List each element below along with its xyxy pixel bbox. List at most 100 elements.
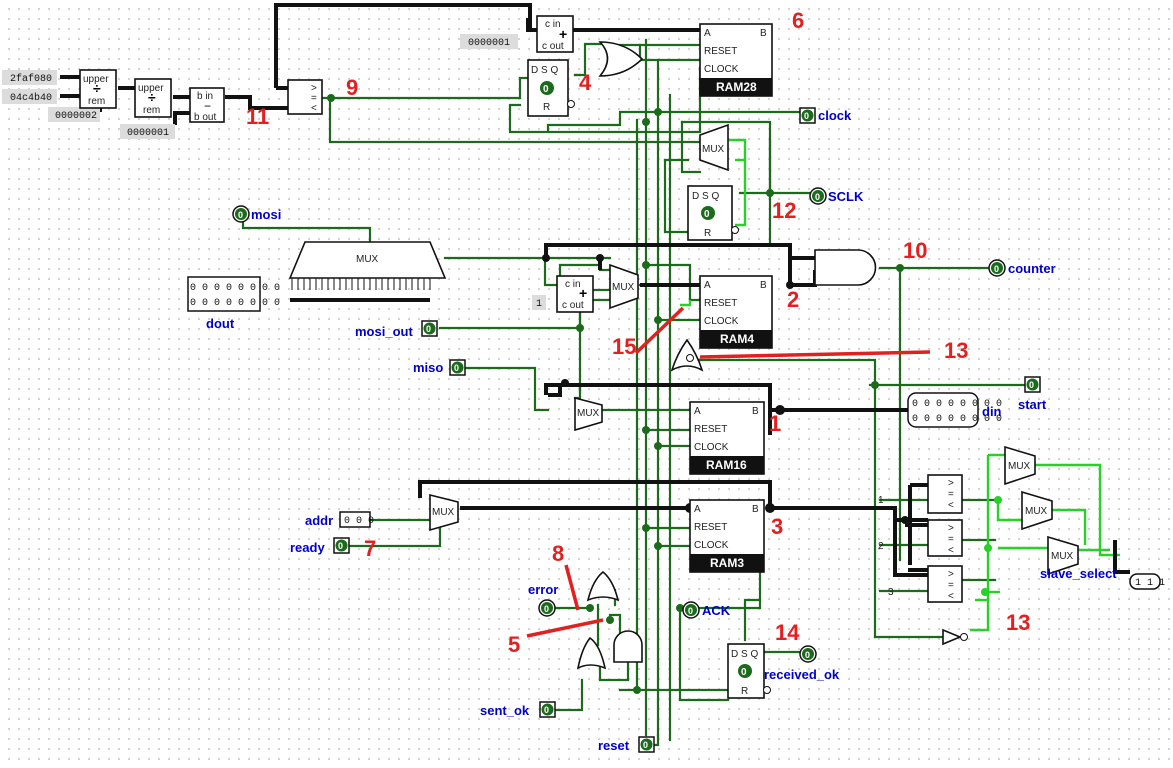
mux-wide-shift[interactable]: MUX [288, 241, 447, 290]
pin-error[interactable]: 0 error [528, 582, 558, 617]
mux-ss-2[interactable]: MUX [1021, 490, 1053, 531]
ram28[interactable]: A B RESET CLOCK RAM28 [699, 23, 773, 97]
svg-text:>: > [311, 83, 317, 94]
svg-text:D S Q: D S Q [531, 65, 558, 76]
svg-text:0: 0 [643, 740, 648, 750]
svg-text:B: B [752, 406, 759, 417]
svg-text:SCLK: SCLK [828, 189, 864, 204]
and-gate-counter[interactable] [814, 249, 877, 286]
mux-ram4[interactable]: MUX [609, 263, 639, 310]
annotation-11: 11 [246, 104, 269, 129]
buses [60, 3, 1130, 577]
constant-04c4b40: 04c4b40 [2, 89, 57, 104]
svg-text:MUX: MUX [1008, 461, 1031, 472]
svg-text:rem: rem [143, 105, 160, 116]
pin-miso[interactable]: 0 miso [413, 359, 466, 376]
ram16[interactable]: A B RESET CLOCK RAM16 [689, 401, 765, 475]
svg-text:0: 0 [1029, 380, 1034, 390]
svg-text:0: 0 [741, 667, 747, 678]
svg-text:MUX: MUX [1051, 551, 1074, 562]
comparator-ss-1[interactable]: > = < [927, 474, 963, 514]
svg-text:clock: clock [818, 108, 852, 123]
pin-mosi-out[interactable]: 0 mosi_out [355, 320, 438, 339]
pin-sclk[interactable]: 0 SCLK [809, 187, 864, 205]
svg-text:CLOCK: CLOCK [704, 64, 739, 75]
svg-text:1: 1 [536, 299, 542, 310]
dff-4[interactable]: D S Q 0 R [527, 59, 575, 117]
adder-top[interactable]: c in + c out [536, 15, 574, 53]
svg-text:MUX: MUX [356, 254, 379, 265]
subtractor[interactable]: b in − b out [189, 87, 225, 123]
mux-ss-3[interactable]: MUX [1047, 535, 1079, 576]
svg-text:0 0 0 0 0 0 0 0: 0 0 0 0 0 0 0 0 [190, 298, 280, 309]
adder-mid[interactable]: c in + c out [556, 275, 594, 313]
svg-text:R: R [543, 102, 550, 113]
ram4[interactable]: A B RESET CLOCK RAM4 [699, 275, 773, 349]
svg-text:0 0 0 0 0 0 0 0: 0 0 0 0 0 0 0 0 [190, 283, 280, 294]
mux-ram16[interactable]: MUX [574, 396, 603, 432]
ram3[interactable]: A B RESET CLOCK RAM3 [689, 499, 765, 573]
svg-text:÷: ÷ [148, 89, 156, 105]
or-gate-15[interactable] [670, 338, 704, 372]
annotation-5: 5 [508, 632, 520, 657]
pin-din[interactable]: 0 0 0 0 0 0 0 0 0 0 0 0 0 0 0 0 din [907, 392, 1002, 428]
annotations: 1 2 3 4 5 6 7 8 9 10 11 12 13 13 14 15 [246, 8, 1030, 657]
svg-text:1 1 1: 1 1 1 [1135, 578, 1165, 589]
pin-clock[interactable]: 0 clock [799, 107, 852, 124]
svg-text:0: 0 [544, 604, 549, 614]
pin-slave-select[interactable]: 1 1 1 slave_select [1040, 566, 1165, 590]
dff-12[interactable]: D S Q 0 R [687, 185, 739, 241]
pin-addr[interactable]: 0 0 0 addr [305, 511, 374, 528]
svg-text:R: R [704, 228, 711, 239]
svg-text:c in: c in [565, 279, 581, 290]
pin-received-ok[interactable]: 0 received_ok [764, 645, 840, 682]
or-gate-5[interactable] [576, 636, 607, 670]
svg-text:0: 0 [815, 192, 820, 202]
svg-text:CLOCK: CLOCK [694, 442, 729, 453]
svg-text:dout: dout [206, 316, 235, 331]
pin-counter[interactable]: 0 counter [988, 259, 1056, 277]
mux-sclk[interactable]: MUX [699, 123, 729, 172]
not-gate[interactable] [942, 628, 968, 646]
svg-text:MUX: MUX [577, 408, 600, 419]
dff-14[interactable]: D S Q 0 R [727, 643, 771, 699]
comparator-ss-2[interactable]: > = < [927, 519, 963, 557]
or-gate-top[interactable] [598, 41, 644, 77]
mux-ram3[interactable]: MUX [429, 493, 459, 532]
svg-text:error: error [528, 582, 558, 597]
pin-sent-ok[interactable]: 0 sent_ok [480, 701, 556, 718]
svg-text:<: < [948, 545, 954, 556]
annotation-9: 9 [346, 75, 358, 100]
svg-text:=: = [948, 534, 954, 545]
svg-text:MUX: MUX [702, 144, 725, 155]
svg-text:A: A [704, 280, 711, 291]
pin-dout[interactable]: 0 0 0 0 0 0 0 0 0 0 0 0 0 0 0 0 dout [187, 276, 280, 331]
svg-text:c out: c out [562, 300, 584, 311]
pin-ready[interactable]: 0 ready [290, 537, 350, 555]
pin-ack[interactable]: 0 ACK [682, 601, 731, 619]
or-gate-8[interactable] [586, 570, 620, 602]
svg-text:<: < [311, 103, 317, 114]
and-gate-5[interactable] [613, 630, 643, 663]
svg-text:start: start [1018, 397, 1047, 412]
constant-0000002: 0000002 [48, 107, 100, 122]
pin-reset[interactable]: 0 reset [598, 736, 655, 753]
divider-1[interactable]: upper ÷ rem [79, 69, 117, 109]
constant-2faf080: 2faf080 [2, 70, 57, 85]
mux-ss-1[interactable]: MUX [1004, 445, 1036, 486]
svg-text:>: > [948, 478, 954, 489]
pin-start[interactable]: 0 start [1018, 376, 1047, 412]
svg-text:R: R [741, 686, 748, 697]
annotation-1: 1 [769, 411, 781, 436]
svg-text:÷: ÷ [93, 80, 101, 96]
comparator-ss-3[interactable]: > = < [927, 565, 963, 603]
comparator-main[interactable]: > = < [287, 79, 323, 115]
svg-text:upper: upper [83, 74, 109, 85]
pin-mosi[interactable]: 0 mosi [232, 205, 281, 223]
divider-2[interactable]: upper ÷ rem [134, 78, 172, 118]
svg-text:>: > [948, 523, 954, 534]
svg-text:slave_select: slave_select [1040, 566, 1117, 581]
svg-text:=: = [311, 93, 317, 104]
svg-text:0000001: 0000001 [468, 38, 510, 49]
